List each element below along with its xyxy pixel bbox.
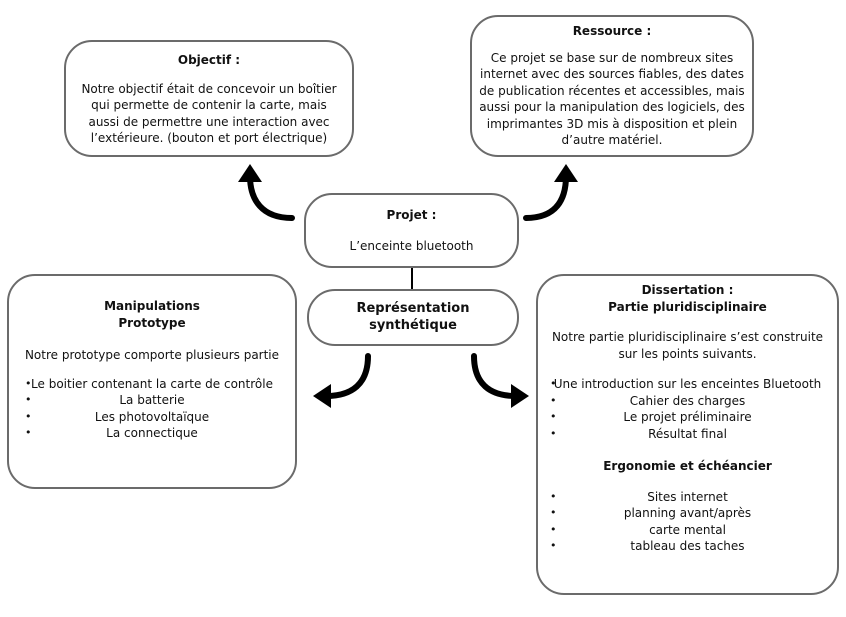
- arrowhead-manipulations: [313, 384, 331, 408]
- arrow-to-ressource: [523, 173, 569, 221]
- arrow-to-objectif: [247, 173, 295, 221]
- dissertation-box: Dissertation : Partie pluridisciplinaire…: [536, 274, 839, 595]
- manipulations-title-line1: Manipulations: [104, 299, 200, 313]
- representation-title: Représentation synthétique: [356, 301, 470, 333]
- list-item: planning avant/après: [544, 505, 831, 522]
- arrow-to-dissertation: [471, 353, 519, 399]
- dissertation-list-2: Sites internet planning avant/après cart…: [544, 489, 831, 555]
- list-item: Le projet préliminaire: [544, 409, 831, 426]
- arrow-to-manipulations: [323, 353, 371, 399]
- list-item: tableau des taches: [544, 538, 831, 555]
- ressource-body: Ce projet se base sur de nombreux sites …: [479, 50, 745, 148]
- ressource-box: Ressource : Ce projet se base sur de nom…: [470, 15, 754, 157]
- manipulations-list: Le boitier contenant la carte de contrôl…: [19, 376, 285, 442]
- projet-box: Projet : L’enceinte bluetooth: [304, 193, 519, 268]
- objectif-box: Objectif : Notre objectif était de conce…: [64, 40, 354, 157]
- list-item: Cahier des charges: [544, 393, 831, 410]
- arrowhead-ressource: [554, 164, 578, 182]
- list-item: La batterie: [19, 392, 285, 409]
- ressource-title: Ressource :: [572, 24, 652, 38]
- manipulations-box: Manipulations Prototype Notre prototype …: [7, 274, 297, 489]
- list-item: carte mental: [544, 522, 831, 539]
- list-item: Une introduction sur les enceintes Bluet…: [544, 376, 831, 393]
- list-item: Sites internet: [544, 489, 831, 506]
- list-item: Le boitier contenant la carte de contrôl…: [19, 376, 285, 393]
- manipulations-title-line2: Prototype: [118, 315, 186, 330]
- list-item: Résultat final: [544, 426, 831, 443]
- dissertation-section2-title: Ergonomie et échéancier: [603, 459, 772, 473]
- list-item: Les photovoltaïque: [19, 409, 285, 426]
- dissertation-intro: Notre partie pluridisciplinaire s’est co…: [551, 330, 824, 361]
- projet-body: L’enceinte bluetooth: [349, 238, 474, 253]
- representation-box: Représentation synthétique: [307, 289, 519, 346]
- manipulations-intro: Notre prototype comporte plusieurs parti…: [24, 348, 280, 362]
- objectif-body: Notre objectif était de concevoir un boî…: [81, 81, 337, 146]
- objectif-title: Objectif :: [177, 53, 241, 67]
- dissertation-list: Une introduction sur les enceintes Bluet…: [544, 376, 831, 442]
- arrowhead-objectif: [238, 164, 262, 182]
- arrowhead-dissertation: [511, 384, 529, 408]
- list-item: La connectique: [19, 425, 285, 442]
- projet-title: Projet :: [386, 208, 437, 222]
- dissertation-title-line2: Partie pluridisciplinaire: [608, 299, 767, 314]
- dissertation-title-line1: Dissertation :: [641, 283, 734, 297]
